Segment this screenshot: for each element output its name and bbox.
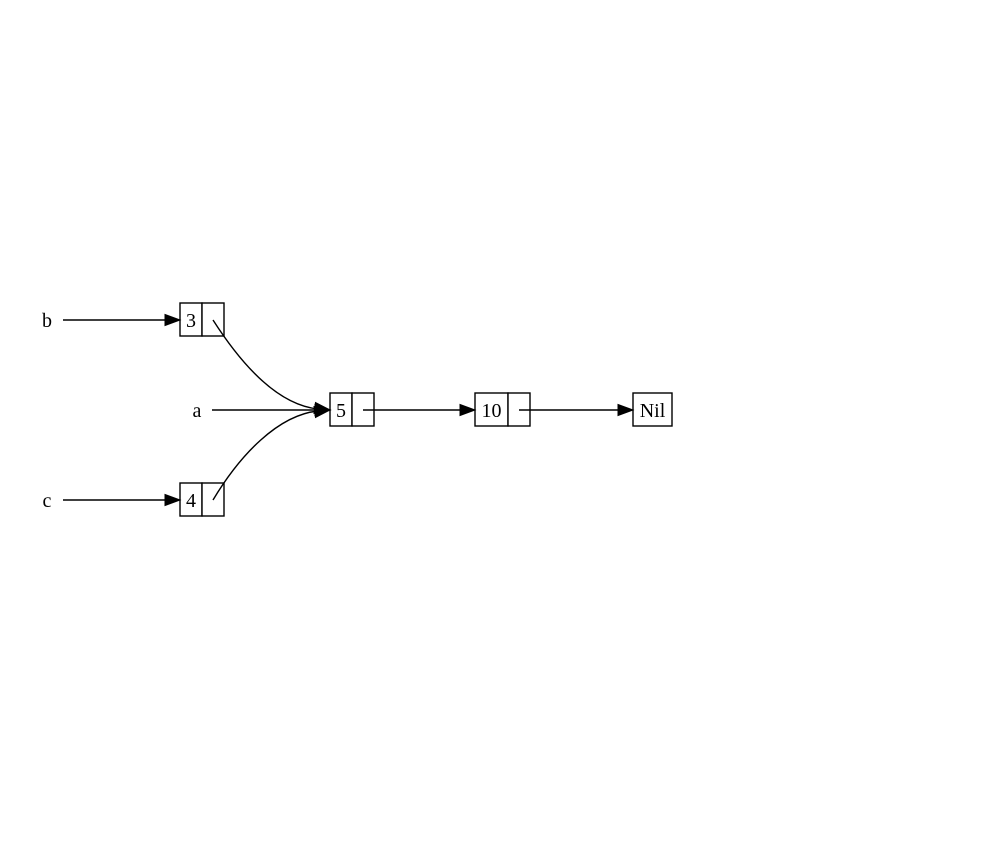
- edge-c-to-4: [63, 493, 182, 507]
- arrowhead-icon: [164, 493, 182, 507]
- variable-label-c: c: [43, 490, 52, 512]
- edge-5-to-10: [363, 403, 477, 417]
- edge-10-to-nil: [519, 403, 635, 417]
- arrowhead-icon: [459, 403, 477, 417]
- list-node-3: 3: [179, 302, 225, 337]
- node-value: 5: [336, 400, 346, 422]
- edge-line: [212, 410, 319, 501]
- list-node-4: 4: [179, 482, 225, 517]
- nil-node: Nil: [632, 392, 673, 427]
- node-value: 3: [186, 310, 196, 332]
- nil-label: Nil: [640, 400, 666, 422]
- arrowhead-icon: [164, 313, 182, 327]
- edge-3-to-5: [212, 319, 332, 415]
- variable-label-a: a: [193, 400, 202, 422]
- node-value: 10: [482, 400, 502, 422]
- edge-a-to-5: [212, 403, 332, 417]
- arrowhead-icon: [313, 405, 332, 419]
- variable-label-b: b: [42, 310, 52, 332]
- edge-b-to-3: [63, 313, 182, 327]
- node-value: 4: [186, 490, 196, 512]
- edge-line: [212, 319, 319, 410]
- arrowhead-icon: [617, 403, 635, 417]
- edge-4-to-5: [212, 405, 332, 501]
